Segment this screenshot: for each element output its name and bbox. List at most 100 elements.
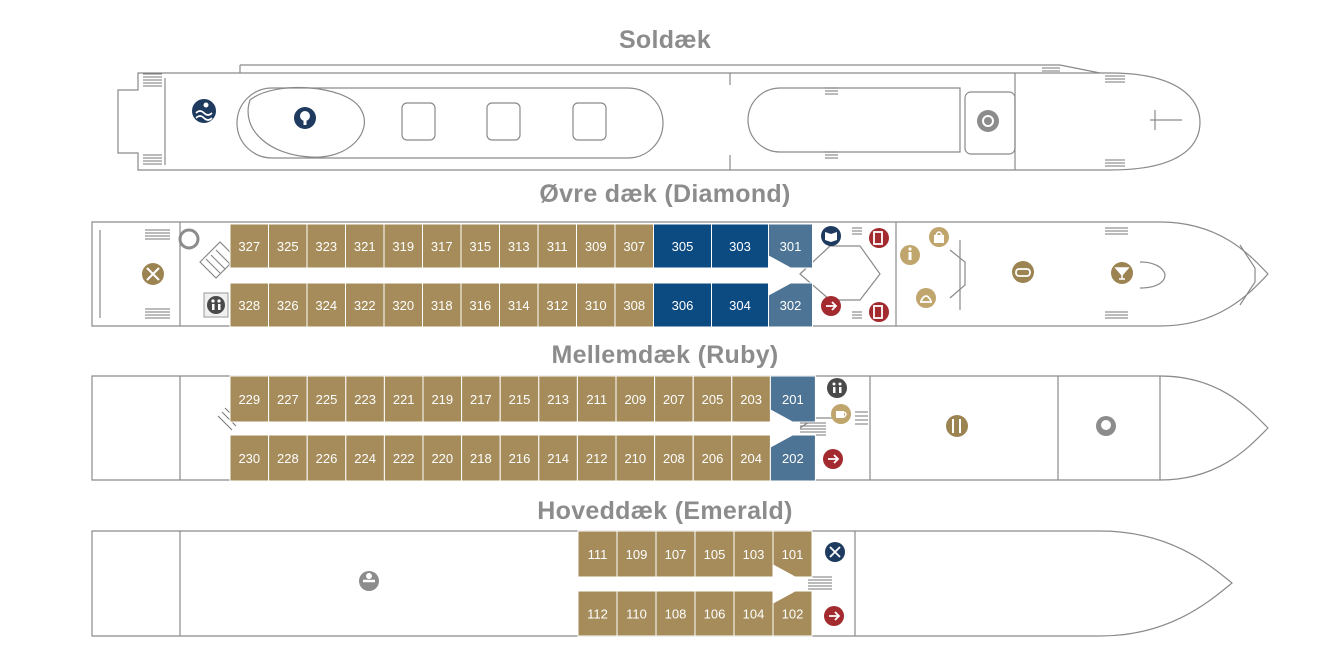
cabin-322[interactable]: 322 <box>345 282 385 328</box>
cabin-225[interactable]: 225 <box>306 375 347 423</box>
cabin-309[interactable]: 309 <box>576 223 616 269</box>
cabin-305[interactable]: 305 <box>653 223 712 269</box>
cabin-301[interactable]: 301 <box>768 223 813 269</box>
cabin-number: 108 <box>665 607 687 622</box>
cabin-219[interactable]: 219 <box>422 375 463 423</box>
cabin-number: 211 <box>586 392 607 407</box>
cabin-101[interactable]: 101 <box>772 530 813 578</box>
cabin-107[interactable]: 107 <box>655 530 696 578</box>
cabin-104[interactable]: 104 <box>733 590 774 637</box>
cabin-109[interactable]: 109 <box>616 530 657 578</box>
upper-deck-title: Øvre dæk (Diamond) <box>539 180 791 208</box>
cabin-208[interactable]: 208 <box>654 434 694 482</box>
info-icon <box>900 245 920 265</box>
cabin-325[interactable]: 325 <box>268 223 308 269</box>
cabin-308[interactable]: 308 <box>614 282 654 328</box>
cabin-number: 212 <box>586 451 608 466</box>
main-deck-stairs <box>808 576 832 590</box>
cabin-314[interactable]: 314 <box>499 282 539 328</box>
cabin-210[interactable]: 210 <box>615 434 656 482</box>
cabin-320[interactable]: 320 <box>383 282 423 328</box>
cabin-number: 106 <box>704 607 726 622</box>
cabin-317[interactable]: 317 <box>422 223 462 269</box>
cabin-number: 312 <box>546 298 568 313</box>
cabin-number: 102 <box>782 607 804 622</box>
cabin-224[interactable]: 224 <box>345 434 385 482</box>
cabin-206[interactable]: 206 <box>692 434 733 482</box>
cabin-218[interactable]: 218 <box>461 434 501 482</box>
restroom-icon <box>203 292 229 318</box>
cabin-number: 213 <box>547 392 569 407</box>
cabin-215[interactable]: 215 <box>499 375 540 423</box>
cabin-324[interactable]: 324 <box>306 282 346 328</box>
restaurant-icon <box>142 263 164 285</box>
cabin-227[interactable]: 227 <box>268 375 308 423</box>
cabin-323[interactable]: 323 <box>306 223 346 269</box>
cabin-108[interactable]: 108 <box>655 590 696 637</box>
cabin-112[interactable]: 112 <box>577 590 618 637</box>
cabin-216[interactable]: 216 <box>499 434 540 482</box>
cabin-212[interactable]: 212 <box>576 434 617 482</box>
cabin-318[interactable]: 318 <box>422 282 462 328</box>
cabin-number: 110 <box>626 607 647 622</box>
cabin-205[interactable]: 205 <box>692 375 733 423</box>
cabin-number: 311 <box>547 239 568 254</box>
cabin-316[interactable]: 316 <box>460 282 500 328</box>
cabin-number: 103 <box>743 547 765 562</box>
cabin-303[interactable]: 303 <box>711 223 769 269</box>
cabin-221[interactable]: 221 <box>383 375 424 423</box>
cabin-number: 210 <box>624 451 646 466</box>
cabin-number: 112 <box>587 607 608 622</box>
cabin-312[interactable]: 312 <box>537 282 577 328</box>
cabin-311[interactable]: 311 <box>537 223 577 269</box>
cabin-number: 314 <box>508 298 530 313</box>
cabin-number: 327 <box>238 239 260 254</box>
cabin-214[interactable]: 214 <box>538 434 578 482</box>
cabin-310[interactable]: 310 <box>576 282 616 328</box>
cabin-327[interactable]: 327 <box>229 223 269 269</box>
cabin-106[interactable]: 106 <box>694 590 735 637</box>
cabin-number: 224 <box>354 451 376 466</box>
cabin-228[interactable]: 228 <box>268 434 308 482</box>
cabin-315[interactable]: 315 <box>460 223 500 269</box>
cabin-number: 105 <box>704 547 726 562</box>
cabin-number: 322 <box>354 298 376 313</box>
cabin-201[interactable]: 201 <box>769 375 816 423</box>
cabin-222[interactable]: 222 <box>383 434 424 482</box>
shop-icon <box>929 227 949 247</box>
cabin-226[interactable]: 226 <box>306 434 347 482</box>
cabin-number: 310 <box>585 298 607 313</box>
cabin-number: 207 <box>663 392 685 407</box>
cabin-number: 109 <box>626 547 648 562</box>
cabin-110[interactable]: 110 <box>616 590 657 637</box>
cabin-number: 204 <box>740 451 762 466</box>
cabin-102[interactable]: 102 <box>772 590 813 637</box>
cabin-211[interactable]: 211 <box>576 375 617 423</box>
cabin-203[interactable]: 203 <box>731 375 771 423</box>
cabin-223[interactable]: 223 <box>345 375 385 423</box>
middle-deck-title: Mellemdæk (Ruby) <box>551 341 779 369</box>
cabin-306[interactable]: 306 <box>653 282 712 328</box>
cabin-313[interactable]: 313 <box>499 223 539 269</box>
cabin-321[interactable]: 321 <box>345 223 385 269</box>
cabin-209[interactable]: 209 <box>615 375 656 423</box>
cabin-230[interactable]: 230 <box>229 434 270 482</box>
cabin-213[interactable]: 213 <box>538 375 578 423</box>
cabin-103[interactable]: 103 <box>733 530 774 578</box>
cabin-326[interactable]: 326 <box>268 282 308 328</box>
cabin-105[interactable]: 105 <box>694 530 735 578</box>
cabin-328[interactable]: 328 <box>229 282 269 328</box>
cabin-304[interactable]: 304 <box>711 282 769 328</box>
restroom-icon <box>827 378 847 398</box>
cabin-302[interactable]: 302 <box>768 282 813 328</box>
cabin-111[interactable]: 111 <box>577 530 618 578</box>
cabin-220[interactable]: 220 <box>422 434 463 482</box>
cabin-number: 205 <box>702 392 724 407</box>
cabin-307[interactable]: 307 <box>614 223 654 269</box>
cabin-229[interactable]: 229 <box>229 375 270 423</box>
cabin-202[interactable]: 202 <box>769 434 816 482</box>
cabin-319[interactable]: 319 <box>383 223 423 269</box>
cabin-207[interactable]: 207 <box>654 375 694 423</box>
cabin-204[interactable]: 204 <box>731 434 771 482</box>
cabin-217[interactable]: 217 <box>461 375 501 423</box>
